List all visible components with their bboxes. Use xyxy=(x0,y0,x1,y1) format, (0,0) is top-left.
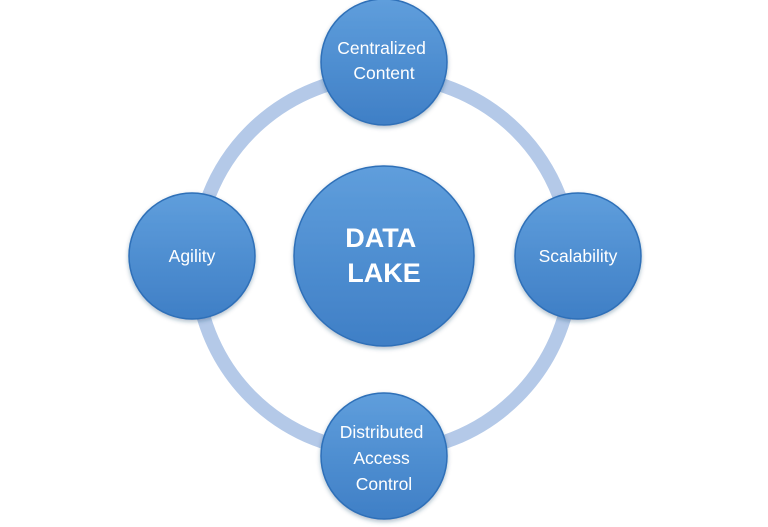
node-top-line-2: Content xyxy=(353,63,414,83)
node-distributed-access-control: Distributed Access Control xyxy=(320,392,448,520)
node-agility: Agility xyxy=(128,192,256,320)
node-scalability-label: Scalability xyxy=(539,246,618,266)
node-bottom-line-2: Access xyxy=(353,448,410,468)
center-label: DATA LAKE xyxy=(345,223,423,288)
center-label-line-1: DATA xyxy=(345,223,415,253)
center-label-line-2: LAKE xyxy=(347,258,421,288)
node-bottom-line-1: Distributed xyxy=(340,422,424,442)
node-scalability: Scalability xyxy=(514,192,642,320)
node-agility-label: Agility xyxy=(169,246,216,266)
node-left-line-1: Agility xyxy=(169,246,216,266)
node-bottom-line-3: Control xyxy=(356,474,412,494)
node-centralized-content: Centralized Content xyxy=(320,0,448,126)
node-right-line-1: Scalability xyxy=(539,246,618,266)
center-node: DATA LAKE xyxy=(293,165,475,347)
node-top-line-1: Centralized xyxy=(337,38,426,58)
node-centralized-content-label: Centralized Content xyxy=(337,38,430,83)
node-distributed-access-control-label: Distributed Access Control xyxy=(340,422,429,494)
